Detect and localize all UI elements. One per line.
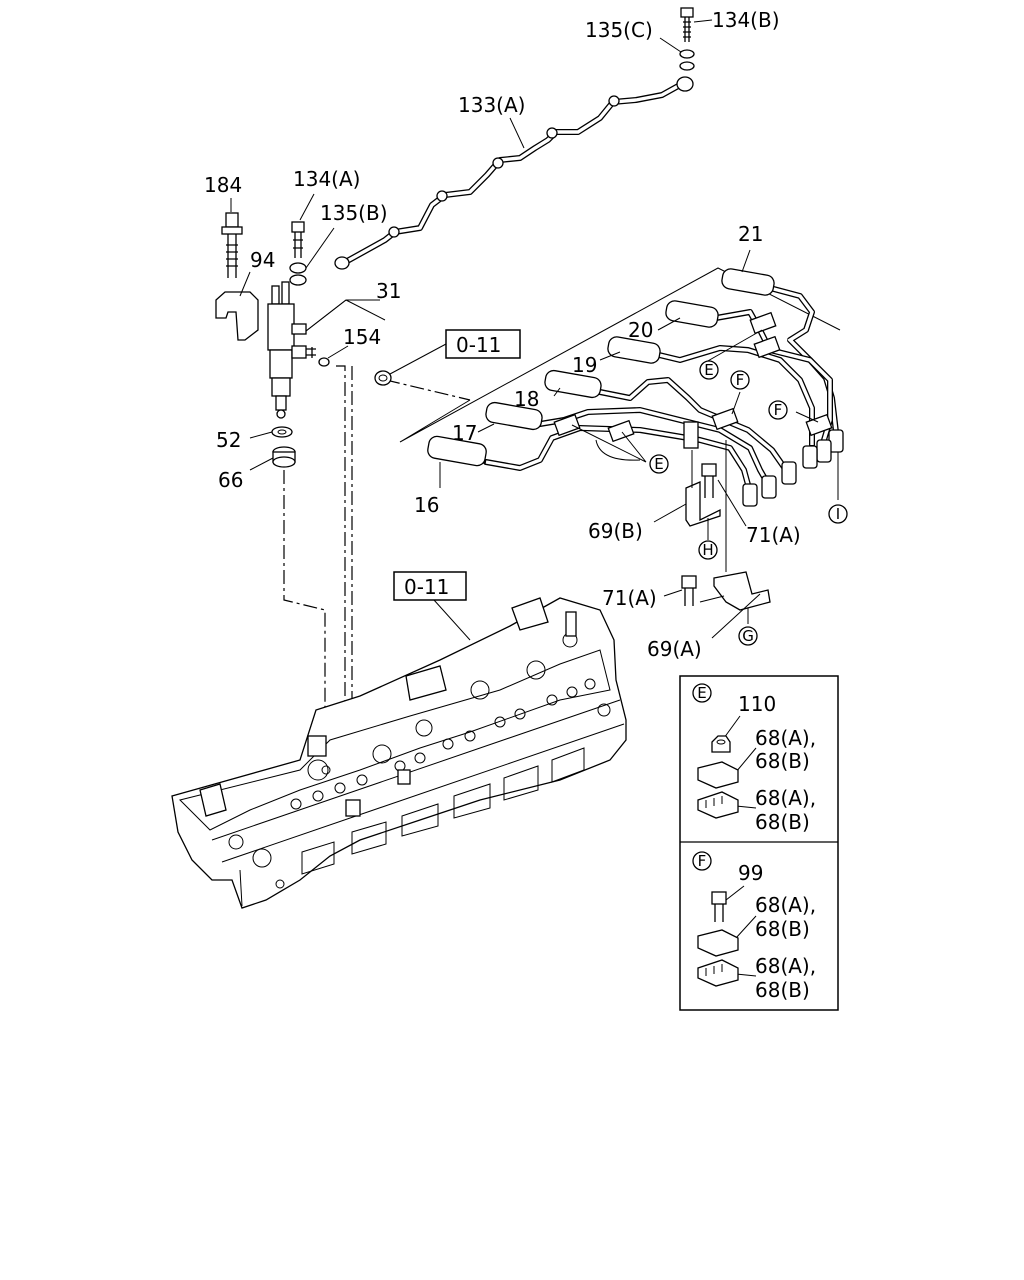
label-66: 66 bbox=[218, 468, 243, 492]
label-19: 19 bbox=[572, 353, 597, 377]
detail-inset: E 110 68(A), 68(B) 68(A), 68(B) F 99 68(… bbox=[679, 675, 839, 1011]
label-94: 94 bbox=[250, 248, 275, 272]
pipe-nuts bbox=[427, 268, 775, 467]
label-18: 18 bbox=[514, 387, 539, 411]
side-windows bbox=[301, 747, 585, 875]
label-16: 16 bbox=[414, 493, 439, 517]
inset-e: E 110 68(A), 68(B) 68(A), 68(B) bbox=[692, 683, 816, 834]
inset-e-68b-1: 68(B) bbox=[755, 749, 810, 773]
injection-pipes bbox=[399, 249, 844, 507]
label-134b: 134(B) bbox=[712, 8, 780, 32]
circled-markers: E F E F I H G bbox=[649, 360, 848, 646]
label-31: 31 bbox=[376, 279, 401, 303]
inset-f-marker: F bbox=[698, 852, 707, 870]
label-71a-lower: 71(A) bbox=[602, 586, 657, 610]
marker-e-2: E bbox=[654, 455, 663, 473]
head-holes bbox=[228, 632, 611, 889]
injector-assembly bbox=[215, 193, 386, 471]
label-184: 184 bbox=[204, 173, 242, 197]
label-71a-upper: 71(A) bbox=[746, 523, 801, 547]
inset-f-99: 99 bbox=[738, 861, 763, 885]
inset-e-110: 110 bbox=[738, 692, 776, 716]
inset-e-68a-2: 68(A), bbox=[755, 786, 816, 810]
inset-e-68b-2: 68(B) bbox=[755, 810, 810, 834]
label-21: 21 bbox=[738, 222, 763, 246]
marker-h: H bbox=[702, 541, 713, 559]
inset-f: F 99 68(A), 68(B) 68(A), 68(B) bbox=[692, 851, 816, 1002]
label-133a: 133(A) bbox=[458, 93, 525, 117]
marker-g: G bbox=[742, 627, 754, 645]
ref-0-11-upper bbox=[374, 329, 521, 386]
inset-e-68a-1: 68(A), bbox=[755, 726, 816, 750]
brackets bbox=[653, 440, 771, 639]
label-52: 52 bbox=[216, 428, 241, 452]
inset-f-68b-2: 68(B) bbox=[755, 978, 810, 1002]
marker-e-1: E bbox=[704, 361, 713, 379]
label-20: 20 bbox=[628, 318, 653, 342]
label-69b: 69(B) bbox=[588, 519, 643, 543]
marker-i: I bbox=[836, 505, 840, 523]
ref-box-lower-label: 0-11 bbox=[404, 575, 449, 599]
marker-f-1: F bbox=[736, 371, 745, 389]
pipe-clamps bbox=[553, 311, 833, 449]
marker-f-2: F bbox=[774, 401, 783, 419]
label-69a: 69(A) bbox=[647, 637, 702, 661]
label-135c: 135(C) bbox=[585, 18, 653, 42]
label-134a: 134(A) bbox=[293, 167, 360, 191]
inset-f-68a-2: 68(A), bbox=[755, 954, 816, 978]
leak-off-pipe bbox=[334, 7, 713, 270]
inset-f-68a-1: 68(A), bbox=[755, 893, 816, 917]
callout-labels: 135(C) 134(B) 133(A) 184 134(A) 135(B) 9… bbox=[204, 8, 801, 661]
label-17: 17 bbox=[452, 421, 477, 445]
label-135b: 135(B) bbox=[320, 201, 388, 225]
cylinder-head bbox=[171, 571, 627, 909]
inset-f-68b-1: 68(B) bbox=[755, 917, 810, 941]
inset-e-marker: E bbox=[697, 684, 706, 702]
pipe-end-nuts bbox=[742, 429, 844, 507]
ref-box-upper-label: 0-11 bbox=[456, 333, 501, 357]
label-154: 154 bbox=[343, 325, 381, 349]
